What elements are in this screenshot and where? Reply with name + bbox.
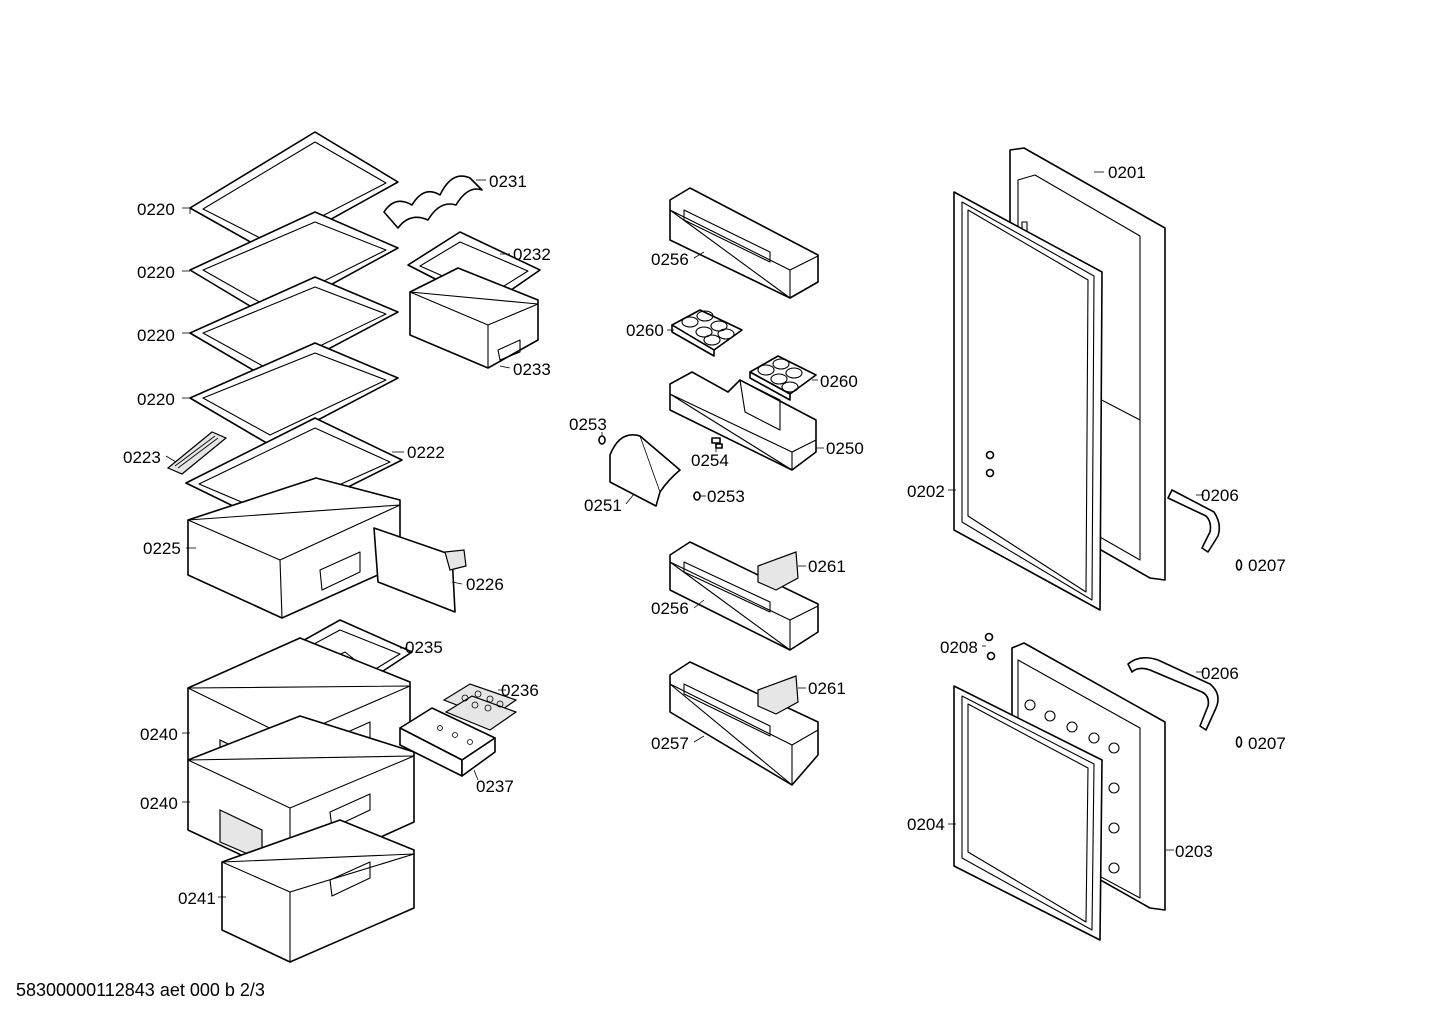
egg-tray-0260-2[interactable] <box>749 355 817 401</box>
label-0207: 0207 <box>1248 734 1286 753</box>
handle-cap-0207-1[interactable] <box>1235 559 1243 571</box>
door-gasket-0202[interactable] <box>953 191 1103 611</box>
label-0208: 0208 <box>940 638 978 657</box>
hinge-pin-0253-2[interactable] <box>693 491 701 501</box>
label-0253: 0253 <box>569 415 607 434</box>
label-0236: 0236 <box>501 681 539 700</box>
label-0257: 0257 <box>651 734 689 753</box>
label-0220: 0220 <box>137 263 175 282</box>
bin-divider-0226[interactable] <box>373 527 467 613</box>
label-0206: 0206 <box>1201 664 1239 683</box>
door-shelf-0256-1[interactable] <box>669 187 819 299</box>
label-0241: 0241 <box>178 889 216 908</box>
label-0203: 0203 <box>1175 842 1213 861</box>
label-0207: 0207 <box>1248 556 1286 575</box>
glass-shelf-0220-4[interactable] <box>189 342 399 446</box>
label-0222: 0222 <box>407 443 445 462</box>
label-0201: 0201 <box>1108 163 1146 182</box>
label-0220: 0220 <box>137 200 175 219</box>
label-0220: 0220 <box>137 390 175 409</box>
bottle-holder-0231[interactable] <box>383 175 483 229</box>
bracket-0254[interactable] <box>711 437 723 449</box>
label-0256: 0256 <box>651 250 689 269</box>
ice-cube-tray-0236[interactable] <box>442 683 518 731</box>
door-shelf-0257[interactable] <box>669 661 819 786</box>
label-0256: 0256 <box>651 599 689 618</box>
label-0253: 0253 <box>707 487 745 506</box>
label-0204: 0204 <box>907 815 945 834</box>
part-labels: 0220 0220 0220 0220 0223 0222 0225 0226 … <box>123 163 1286 908</box>
label-0225: 0225 <box>143 539 181 558</box>
leader-lines <box>165 171 1204 898</box>
divider-clip-0261-1[interactable] <box>757 551 799 591</box>
label-0226: 0226 <box>466 575 504 594</box>
freezer-drawer-0241[interactable] <box>221 819 415 963</box>
door-shelf-0250[interactable] <box>669 371 817 471</box>
label-0206: 0206 <box>1201 486 1239 505</box>
label-0202: 0202 <box>907 482 945 501</box>
label-0260: 0260 <box>820 372 858 391</box>
label-0240: 0240 <box>140 794 178 813</box>
hinge-pin-0253-1[interactable] <box>598 435 606 445</box>
handle-0206-1[interactable] <box>1167 489 1221 553</box>
glass-shelf-0220-1[interactable] <box>189 131 399 259</box>
document-reference: 58300000112843 aet 000 b 2/3 <box>16 980 265 1000</box>
handle-cap-0207-2[interactable] <box>1235 736 1243 748</box>
door-shelf-0256-2[interactable] <box>669 541 819 651</box>
label-0240: 0240 <box>140 725 178 744</box>
label-0260: 0260 <box>626 321 664 340</box>
divider-clip-0261-2[interactable] <box>757 675 799 715</box>
label-0251: 0251 <box>584 496 622 515</box>
label-0237: 0237 <box>476 777 514 796</box>
storage-box-0233[interactable] <box>409 267 539 369</box>
label-0233: 0233 <box>513 360 551 379</box>
label-0250: 0250 <box>826 439 864 458</box>
label-0254: 0254 <box>691 451 729 470</box>
flap-0251[interactable] <box>609 434 681 507</box>
door-gasket-0204[interactable] <box>953 685 1103 941</box>
cold-accumulator-0237[interactable] <box>399 707 496 777</box>
handle-0206-2[interactable] <box>1127 656 1219 731</box>
glass-shelf-0220-3[interactable] <box>189 276 399 381</box>
screws-0202[interactable] <box>985 450 995 478</box>
screws-0208[interactable] <box>984 632 996 661</box>
label-0232: 0232 <box>513 245 551 264</box>
egg-tray-0260-1[interactable] <box>671 309 743 357</box>
glass-shelf-0220-2[interactable] <box>189 211 399 319</box>
shelf-trim-0223[interactable] <box>166 431 228 475</box>
label-0220: 0220 <box>137 326 175 345</box>
label-0261: 0261 <box>808 557 846 576</box>
label-0231: 0231 <box>489 172 527 191</box>
label-0261: 0261 <box>808 679 846 698</box>
label-0223: 0223 <box>123 448 161 467</box>
label-0235: 0235 <box>405 638 443 657</box>
